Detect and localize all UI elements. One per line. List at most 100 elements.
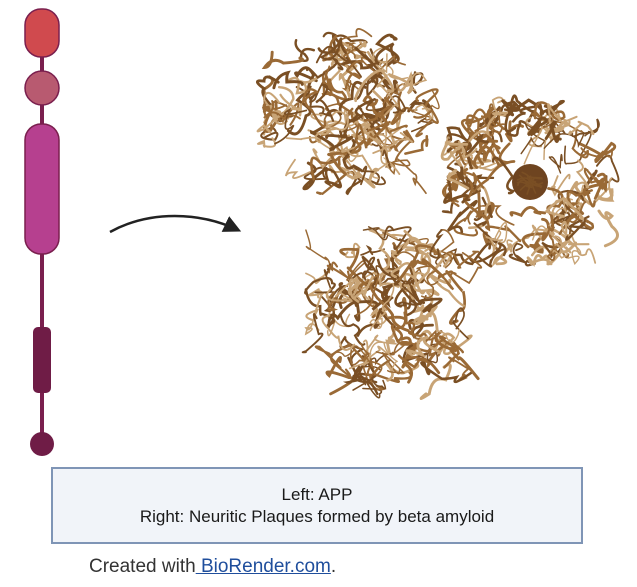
fibril — [521, 217, 550, 249]
fibril — [342, 138, 363, 172]
fibril — [314, 345, 352, 377]
fibril — [413, 311, 439, 332]
fibril — [545, 196, 585, 221]
fibril — [319, 37, 347, 61]
caption-line-2: Right: Neuritic Plaques formed by beta a… — [139, 506, 495, 526]
fibril — [482, 231, 499, 251]
fibril — [329, 345, 375, 370]
fibril — [267, 100, 289, 111]
plaque-right — [440, 94, 620, 268]
fibril — [350, 275, 374, 303]
fibril — [314, 263, 334, 294]
fibril — [593, 172, 608, 200]
app-to-plaque-diagram — [24, 8, 620, 456]
fibril — [466, 133, 489, 170]
fibril — [451, 251, 483, 285]
fibril — [568, 120, 595, 136]
fibril — [526, 116, 548, 137]
fibril — [324, 168, 343, 189]
fibril — [325, 280, 353, 303]
fibril — [321, 314, 356, 351]
fibril — [379, 53, 388, 74]
fibril — [314, 110, 349, 144]
fibril — [446, 199, 478, 234]
fibril — [339, 247, 368, 287]
fibril — [472, 142, 511, 193]
fibril — [413, 335, 456, 353]
fibril — [301, 313, 324, 354]
fibril — [504, 120, 525, 143]
fibril — [367, 279, 410, 333]
fibril — [434, 330, 480, 381]
fibril — [564, 240, 582, 265]
fibril — [360, 245, 385, 256]
fibril — [523, 116, 543, 165]
app-protein — [24, 8, 60, 456]
plaque-top-left — [255, 28, 440, 196]
fibril — [544, 120, 562, 144]
fibril — [565, 215, 590, 241]
neuritic-plaques — [255, 28, 620, 400]
fibril — [389, 95, 407, 114]
transition-arrow — [109, 214, 242, 234]
fibril — [580, 147, 613, 162]
fibril — [366, 74, 385, 98]
fibril — [303, 158, 335, 181]
fibril — [394, 287, 417, 317]
fibril — [355, 274, 380, 316]
app-domain-end — [30, 432, 54, 456]
fibril — [526, 254, 553, 267]
app-domain-main — [24, 123, 60, 255]
fibril — [441, 184, 477, 214]
fibril — [322, 31, 368, 44]
fibril — [351, 123, 368, 154]
fibril — [500, 99, 520, 133]
fibril — [372, 268, 400, 288]
fibril — [383, 225, 412, 250]
fibril — [597, 209, 619, 248]
fibril — [491, 243, 512, 268]
fibril — [315, 83, 335, 122]
fibril — [368, 341, 399, 371]
fibril — [274, 107, 308, 145]
fibril — [566, 189, 596, 208]
fibril — [548, 153, 563, 174]
fibril — [325, 80, 367, 117]
fibril — [411, 89, 440, 121]
fibril — [362, 226, 389, 241]
fibril — [491, 96, 512, 117]
fibril — [285, 158, 311, 179]
fibril — [327, 142, 362, 176]
fibril — [272, 70, 304, 90]
fibril — [401, 72, 428, 91]
fibril — [378, 228, 406, 240]
fibril — [365, 114, 390, 147]
fibril — [294, 66, 318, 93]
fibril — [571, 127, 589, 159]
fibril — [435, 328, 461, 344]
fibril — [506, 120, 540, 137]
fibril — [327, 299, 361, 329]
fibril — [339, 98, 376, 139]
fibril — [405, 321, 427, 338]
app-domain-lower — [33, 327, 51, 393]
fibril — [404, 135, 429, 155]
fibril — [575, 159, 590, 189]
fibril — [390, 311, 407, 344]
fibril — [304, 276, 336, 295]
fibril — [429, 229, 444, 259]
fibril — [435, 248, 458, 267]
fibril — [306, 57, 344, 79]
fibril — [370, 301, 389, 326]
fibril — [596, 188, 615, 202]
fibril — [310, 155, 342, 181]
fibril — [369, 300, 390, 329]
fibril — [380, 273, 401, 309]
fibril — [441, 183, 460, 208]
fibril — [512, 242, 527, 264]
fibril — [402, 236, 427, 250]
fibril — [415, 88, 439, 111]
fibril — [479, 139, 501, 162]
fibril — [408, 318, 434, 339]
biorender-link[interactable]: BioRender.com — [195, 556, 331, 577]
